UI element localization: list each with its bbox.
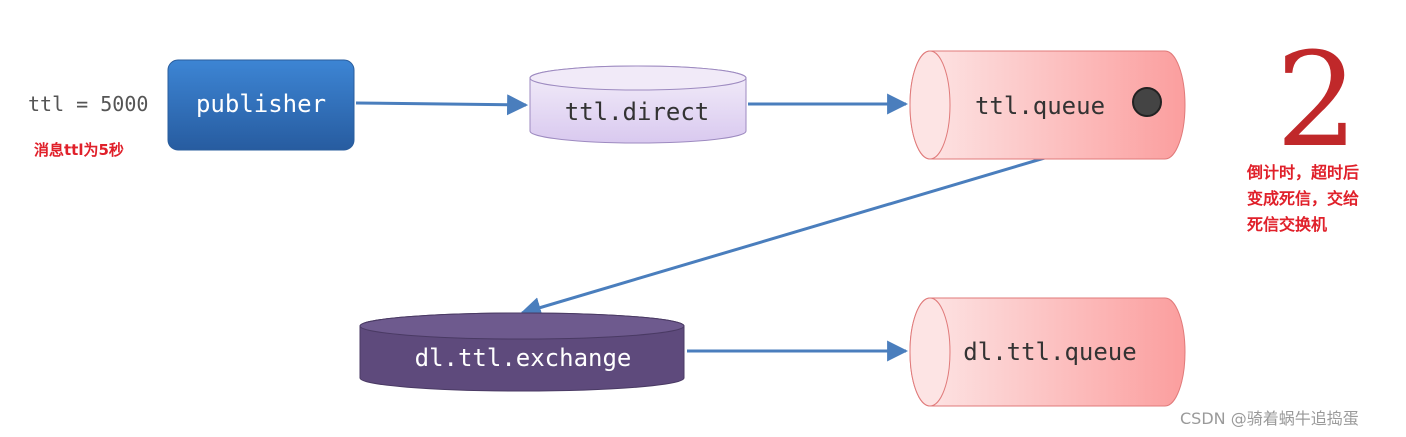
ttl-queue-label: ttl.queue bbox=[974, 92, 1106, 120]
countdown-note-line: 死信交换机 bbox=[1247, 215, 1328, 234]
countdown-note: 倒计时，超时后 变成死信，交给 死信交换机 bbox=[1247, 160, 1359, 238]
direct-exchange-cylinder bbox=[529, 65, 747, 144]
direct-exchange-label: ttl.direct bbox=[564, 98, 710, 126]
ttl-setting-label: ttl = 5000 bbox=[28, 92, 149, 116]
arrow-publisher-to-direct bbox=[355, 94, 529, 116]
countdown-note-line: 倒计时，超时后 bbox=[1247, 163, 1360, 182]
step-number: 2 bbox=[1275, 24, 1359, 176]
dead-letter-queue-label: dl.ttl.queue bbox=[963, 338, 1137, 366]
ttl-note: 消息ttl为5秒 bbox=[34, 141, 124, 159]
arrow-queue-to-dlx bbox=[519, 155, 1049, 318]
ttl-queue-pipe bbox=[909, 50, 1186, 160]
dead-letter-exchange-label: dl.ttl.exchange bbox=[414, 344, 632, 372]
publisher-label: publisher bbox=[195, 90, 327, 118]
dead-letter-exchange-cylinder bbox=[359, 312, 685, 392]
watermark: CSDN @骑着蜗牛追捣蛋 bbox=[1180, 409, 1359, 428]
publisher-box bbox=[167, 59, 355, 151]
message-dot bbox=[1132, 87, 1162, 117]
countdown-note-line: 变成死信，交给 bbox=[1247, 189, 1360, 208]
dead-letter-queue-pipe bbox=[909, 297, 1186, 407]
